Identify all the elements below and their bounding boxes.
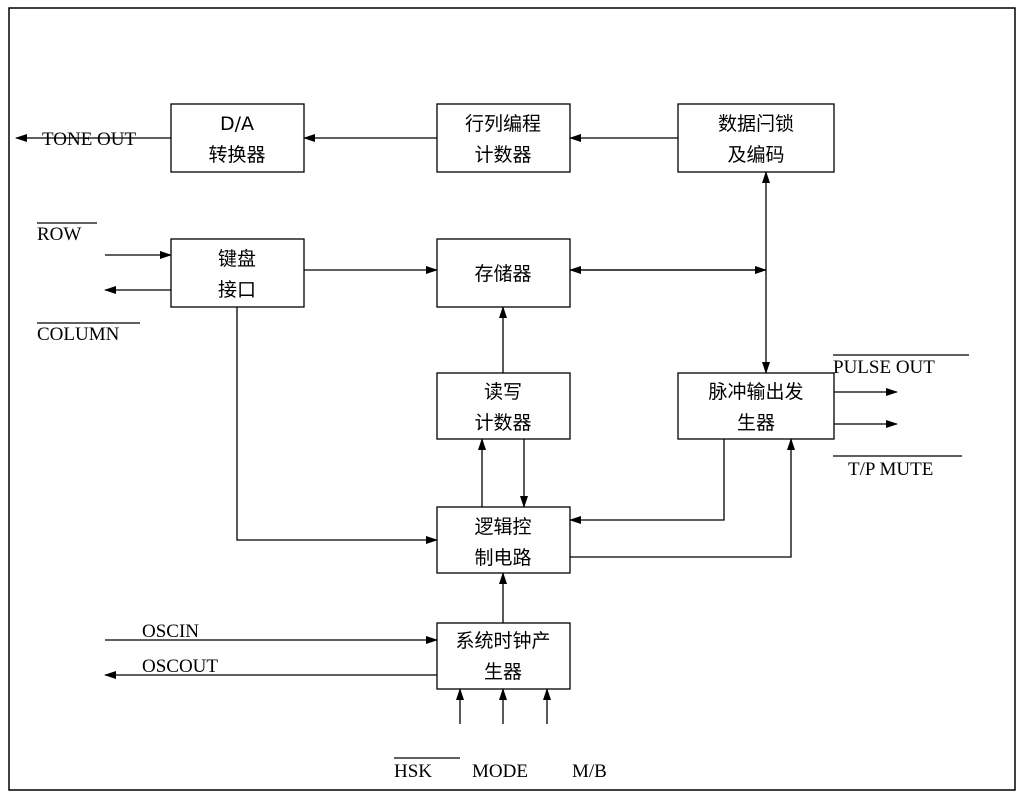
- mode-label: MODE: [472, 761, 528, 782]
- pulse-to-logic-arrow: [569, 439, 725, 524]
- memory-label: 存储器: [474, 263, 531, 285]
- clock-generator-line1: 系统时钟产: [455, 630, 550, 652]
- da-converter-line1: D/A: [220, 113, 254, 135]
- tp-mute-label: T/P MUTE: [848, 459, 933, 480]
- oscout-label: OSCOUT: [142, 656, 218, 677]
- clock-generator-line2: 生器: [484, 661, 522, 683]
- logic-to-pulse-arrow: [570, 438, 795, 558]
- data-latch-line1: 数据闩锁: [718, 113, 794, 135]
- row-label: ROW: [37, 224, 81, 245]
- tone-out-label: TONE OUT: [42, 129, 137, 150]
- row-col-counter-line1: 行列编程: [465, 113, 541, 135]
- pulse-out-label: PULSE OUT: [833, 357, 935, 378]
- mb-label: M/B: [572, 761, 607, 782]
- block-pulse-generator: 脉冲输出发 生器: [677, 372, 835, 440]
- pulse-generator-line2: 生器: [737, 412, 775, 434]
- rw-counter-line1: 读写: [484, 381, 522, 403]
- keyboard-to-logic-arrow: [236, 307, 438, 544]
- oscin-label: OSCIN: [142, 621, 199, 642]
- block-logic-control: 逻辑控 制电路: [436, 506, 571, 574]
- block-data-latch: 数据闩锁 及编码: [677, 103, 835, 173]
- data-latch-line2: 及编码: [727, 144, 784, 166]
- hsk-label: HSK: [394, 761, 432, 782]
- pulse-generator-line1: 脉冲输出发: [708, 381, 803, 403]
- block-da-converter: D/A 转换器: [170, 103, 305, 173]
- logic-control-line1: 逻辑控: [474, 516, 531, 538]
- da-converter-line2: 转换器: [208, 144, 265, 166]
- block-keyboard-interface: 键盘 接口: [170, 238, 305, 308]
- block-row-col-counter: 行列编程 计数器: [436, 103, 571, 173]
- rw-counter-line2: 计数器: [474, 412, 531, 434]
- row-col-counter-line2: 计数器: [474, 144, 531, 166]
- block-clock-generator: 系统时钟产 生器: [436, 622, 571, 690]
- block-memory: 存储器: [436, 238, 571, 308]
- column-label: COLUMN: [37, 324, 120, 345]
- logic-control-line2: 制电路: [474, 547, 531, 569]
- keyboard-interface-line1: 键盘: [218, 248, 256, 270]
- block-rw-counter: 读写 计数器: [436, 372, 571, 440]
- keyboard-interface-line2: 接口: [218, 279, 256, 301]
